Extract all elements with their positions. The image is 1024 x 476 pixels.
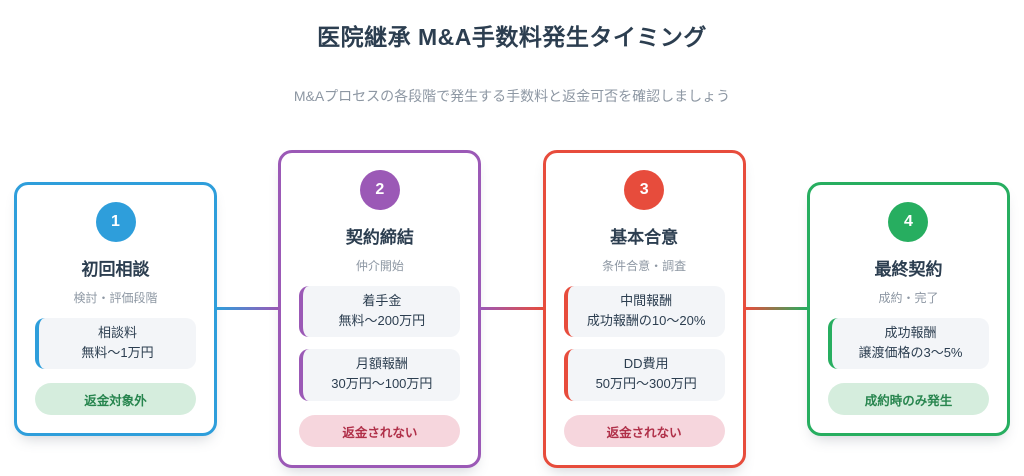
stage-phase: 条件合意・調査: [602, 259, 687, 273]
connector-line-2-3: [481, 307, 543, 311]
refund-badge: 返金されない: [563, 414, 725, 447]
stages-row: 1 初回相談 検討・評価段階 相談料 無料〜1万円 返金対象外 2 契約締結 仲…: [0, 150, 1024, 468]
stage-title: 基本合意: [610, 228, 679, 247]
stage-card-2: 2 契約締結 仲介開始 着手金 無料〜200万円 月額報酬 30万円〜100万円…: [278, 150, 482, 468]
stage-phase: 成約・完了: [878, 290, 939, 305]
stage-phase: 仲介開始: [355, 259, 404, 273]
fee-label: 月額報酬: [355, 356, 408, 372]
fee-value: 50万円〜300万円: [595, 376, 697, 392]
fee-label: 着手金: [362, 293, 402, 308]
stage-title: 契約締結: [345, 228, 414, 247]
connector-line-1-2: [217, 307, 279, 311]
fee-value: 無料〜1万円: [81, 344, 154, 360]
page-title: 医院継承 M&A手数料発生タイミング: [317, 24, 707, 50]
page-subtitle: M&Aプロセスの各段階で発生する手数料と返金可否を確認しましょう: [293, 88, 731, 104]
fee-value: 譲渡価格の3〜5%: [858, 344, 963, 360]
fee-box: DD費用 50万円〜300万円: [563, 349, 725, 401]
fee-label: 成功報酬: [884, 324, 937, 340]
stage-title: 初回相談: [81, 259, 150, 279]
fee-label: DD費用: [623, 356, 669, 372]
connector-line-3-4: [745, 307, 807, 311]
fee-value: 成功報酬の10〜20%: [586, 313, 706, 329]
refund-badge: 返金対象外: [35, 382, 196, 415]
fee-value: 30万円〜100万円: [331, 376, 433, 392]
fee-value: 無料〜200万円: [338, 313, 426, 329]
fee-box: 中間報酬 成功報酬の10〜20%: [563, 286, 725, 338]
stage-card-1: 1 初回相談 検討・評価段階 相談料 無料〜1万円 返金対象外: [14, 181, 217, 436]
fee-box: 月額報酬 30万円〜100万円: [299, 349, 461, 401]
step-number-badge: 1: [95, 201, 136, 242]
stage-title: 最終契約: [874, 259, 943, 279]
fee-box: 相談料 無料〜1万円: [35, 317, 196, 369]
refund-badge: 返金されない: [299, 414, 461, 447]
step-number-badge: 2: [359, 170, 400, 210]
fee-label: 相談料: [97, 324, 137, 340]
fee-box: 着手金 無料〜200万円: [299, 286, 461, 338]
step-number-badge: 3: [624, 170, 665, 210]
fee-box: 成功報酬 譲渡価格の3〜5%: [827, 317, 989, 369]
refund-badge: 成約時のみ発生: [827, 382, 989, 415]
stage-phase: 検討・評価段階: [73, 290, 158, 305]
step-number-badge: 4: [888, 201, 929, 242]
stage-card-4: 4 最終契約 成約・完了 成功報酬 譲渡価格の3〜5% 成約時のみ発生: [806, 181, 1010, 436]
stage-card-3: 3 基本合意 条件合意・調査 中間報酬 成功報酬の10〜20% DD費用 50万…: [542, 150, 746, 468]
fee-label: 中間報酬: [620, 293, 673, 308]
